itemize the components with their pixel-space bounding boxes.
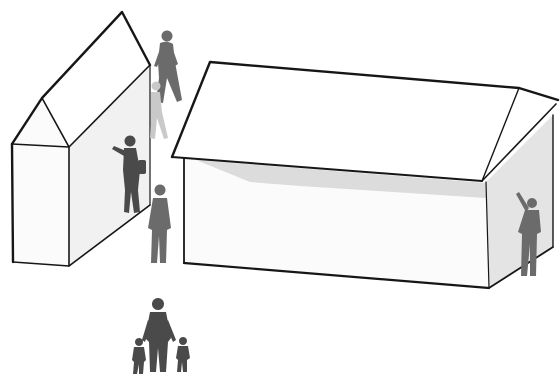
person-standing-figure — [148, 184, 171, 263]
person-pointing-at-wall-figure — [112, 135, 146, 213]
child-right-figure — [176, 337, 190, 372]
person-pointing-up-figure — [516, 192, 541, 276]
left-house — [10, 10, 152, 267]
left-house-roof — [42, 12, 150, 147]
right-house-outline — [170, 60, 560, 290]
right-house — [170, 60, 560, 290]
person-walking-figure — [154, 30, 182, 103]
right-house-roof-end — [482, 88, 558, 181]
right-house-roof — [172, 62, 519, 181]
left-house-outline — [10, 10, 152, 267]
person-faded-figure — [150, 81, 168, 139]
left-house-gable-wall — [12, 98, 69, 266]
left-house-side-wall — [69, 65, 150, 266]
right-house-eave-shadow — [196, 160, 486, 198]
child-left-figure — [132, 338, 146, 374]
adult-figure — [142, 298, 176, 372]
adult-with-children-figure — [132, 298, 190, 374]
